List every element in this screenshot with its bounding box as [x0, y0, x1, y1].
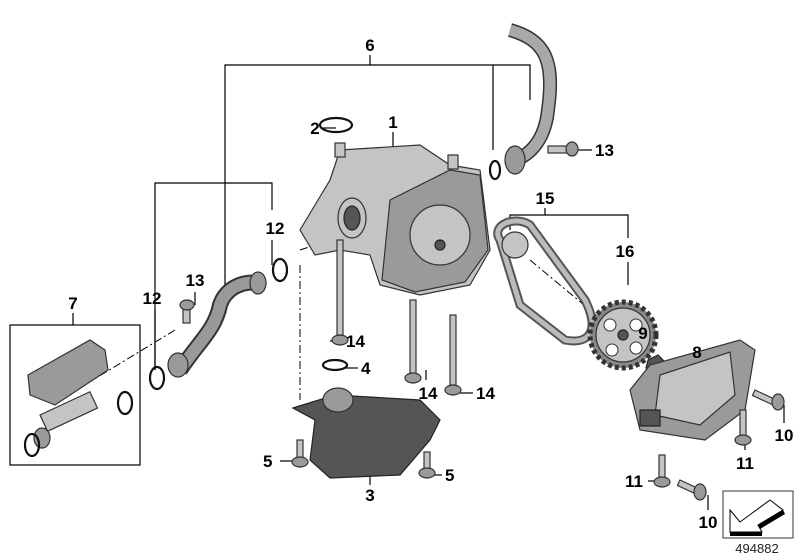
callout-14-a: 14 [346, 332, 365, 351]
callout-12-right: 12 [266, 219, 285, 238]
callout-3: 3 [365, 486, 374, 505]
callout-13-left: 13 [186, 271, 205, 290]
callout-14-c: 14 [476, 384, 495, 403]
chain-cover [629, 339, 756, 441]
callout-12-left: 12 [143, 289, 162, 308]
callout-16: 16 [616, 242, 635, 261]
oil-pipe [488, 23, 558, 181]
callout-15: 15 [536, 189, 555, 208]
callout-14-b: 14 [419, 384, 438, 403]
bolts [179, 239, 785, 501]
callout-8: 8 [692, 343, 701, 362]
callout-6: 6 [365, 36, 374, 55]
callout-4: 4 [361, 359, 371, 378]
callout-10-right: 10 [775, 426, 794, 445]
oil-hose [148, 257, 289, 391]
chain [493, 216, 597, 346]
callout-5-left: 5 [263, 452, 272, 471]
kit-7-parts [23, 339, 134, 458]
oil-strainer [291, 358, 441, 479]
sprocket [587, 299, 667, 376]
orientation-arrow-icon [722, 490, 794, 539]
callout-1: 1 [388, 113, 397, 132]
callout-7: 7 [68, 294, 77, 313]
callout-13-right: 13 [595, 141, 614, 160]
callout-9: 9 [638, 324, 647, 343]
oil-pump-housing [299, 116, 491, 296]
callout-11-right: 11 [736, 454, 754, 473]
callout-labels: 6 2 1 13 15 16 12 12 13 7 9 8 14 4 14 14… [68, 36, 793, 532]
bolt-13-right [547, 141, 579, 157]
callout-10-bottom: 10 [699, 513, 718, 532]
callout-5-right: 5 [445, 466, 454, 485]
reference-number: 494882 [735, 541, 778, 556]
callout-2: 2 [310, 119, 319, 138]
callout-11-left: 11 [625, 472, 643, 491]
